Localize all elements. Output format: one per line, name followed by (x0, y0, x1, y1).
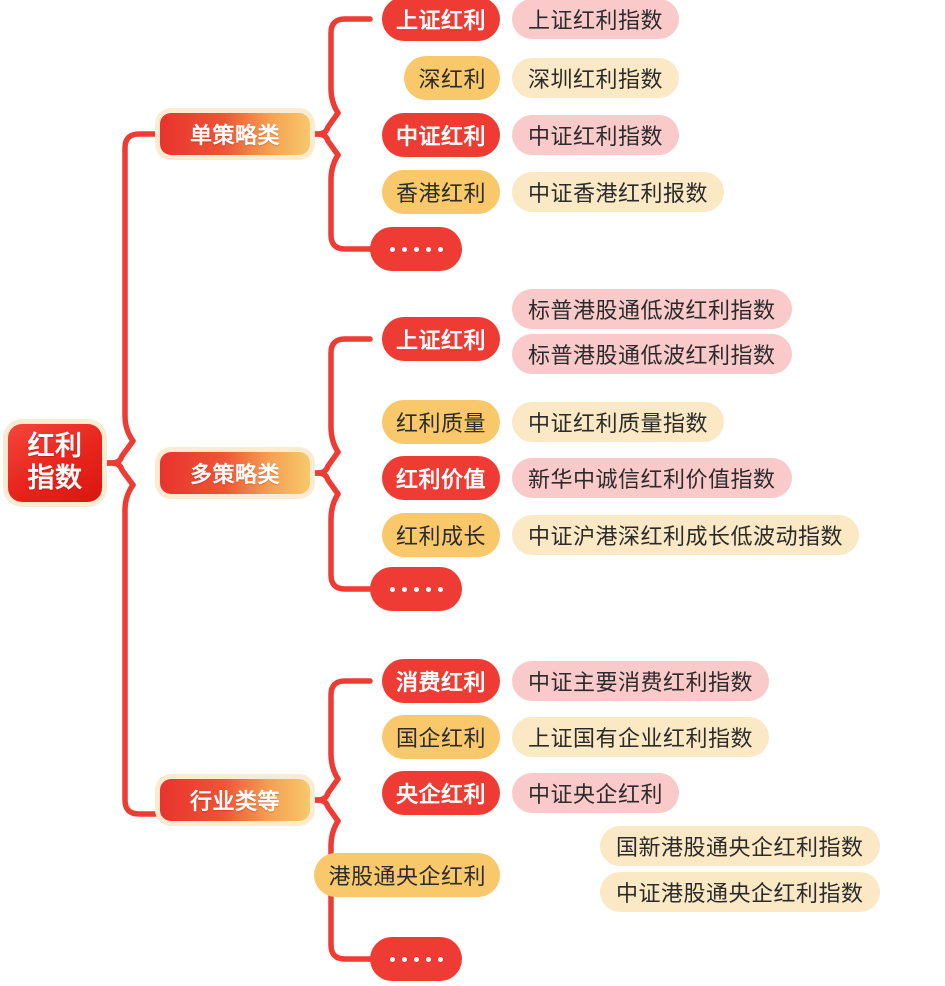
root-label-line1: 红利 (27, 431, 83, 462)
description-text: 中证港股通央企红利指数 (616, 881, 864, 906)
group-label: 行业类等 (189, 789, 280, 814)
key-pill-label: 深红利 (418, 67, 486, 92)
description-label[interactable]: 上证红利指数 (512, 0, 680, 39)
key-pill[interactable]: 香港红利 (381, 170, 500, 214)
description-label[interactable]: 深圳红利指数 (512, 58, 680, 98)
description-text: 新华中诚信红利价值指数 (528, 467, 776, 492)
key-pill-label: 中证红利 (395, 124, 486, 149)
ellipsis-dots-icon (389, 956, 443, 962)
description-text: 上证红利指数 (528, 8, 664, 33)
key-pill[interactable]: 港股通央企红利 (314, 853, 500, 897)
description-text: 深圳红利指数 (528, 67, 664, 92)
key-pill-label: 上证红利 (395, 328, 486, 353)
description-label[interactable]: 国新港股通央企红利指数 (600, 826, 880, 866)
ellipsis-pill[interactable] (370, 227, 462, 271)
description-text: 标普港股通低波红利指数 (528, 343, 776, 368)
ellipsis-dots-icon (389, 246, 443, 252)
description-label[interactable]: 标普港股通低波红利指数 (512, 289, 792, 329)
description-text: 中证香港红利报数 (528, 181, 709, 206)
description-label[interactable]: 中证红利质量指数 (512, 402, 725, 442)
ellipsis-pill[interactable] (370, 937, 462, 981)
wire-root-to-group1 (122, 131, 163, 444)
key-pill-label: 央企红利 (395, 782, 486, 807)
description-label[interactable]: 中证央企红利 (512, 773, 680, 813)
description-text: 标普港股通低波红利指数 (528, 298, 776, 323)
key-pill[interactable]: 上证红利 (381, 317, 500, 361)
description-label[interactable]: 新华中诚信红利价值指数 (512, 458, 792, 498)
key-pill-label: 香港红利 (395, 181, 486, 206)
key-pill-label: 上证红利 (395, 8, 486, 33)
wire-group2-to-child5 (328, 491, 373, 592)
description-text: 中证主要消费红利指数 (528, 670, 754, 695)
key-pill[interactable]: 上证红利 (381, 0, 500, 41)
key-pill-label: 红利质量 (395, 411, 486, 436)
key-pill[interactable]: 红利成长 (381, 513, 500, 557)
key-pill[interactable]: 中证红利 (381, 113, 500, 157)
description-text: 中证红利指数 (528, 124, 664, 149)
group2-stub-lower (307, 470, 341, 497)
root-node[interactable]: 红利 指数 (8, 424, 102, 502)
description-text: 中证沪港深红利成长低波动指数 (528, 524, 844, 549)
key-pill[interactable]: 红利价值 (381, 456, 500, 500)
ellipsis-pill[interactable] (370, 567, 462, 611)
wire-group3-to-child1 (328, 678, 373, 782)
ellipsis-dots-icon (389, 586, 443, 592)
key-pill-label: 红利成长 (395, 524, 486, 549)
key-pill-label: 国企红利 (395, 726, 486, 751)
group-label: 多策略类 (189, 462, 280, 487)
wire-root-to-group3 (122, 482, 163, 817)
key-pill-label: 港股通央企红利 (328, 864, 486, 889)
key-pill-label: 红利价值 (395, 467, 486, 492)
group-node-multi-strategy[interactable]: 多策略类 (160, 452, 310, 494)
group-node-industry[interactable]: 行业类等 (160, 779, 310, 821)
key-pill[interactable]: 国企红利 (381, 715, 500, 759)
description-label[interactable]: 标普港股通低波红利指数 (512, 334, 792, 374)
description-label[interactable]: 中证主要消费红利指数 (512, 661, 770, 701)
description-text: 中证红利质量指数 (528, 411, 709, 436)
description-label[interactable]: 中证香港红利报数 (512, 172, 725, 212)
description-text: 国新港股通央企红利指数 (616, 835, 864, 860)
key-pill[interactable]: 央企红利 (381, 771, 500, 815)
key-pill[interactable]: 深红利 (404, 56, 500, 100)
description-text: 上证国有企业红利指数 (528, 726, 754, 751)
root-stub-lower (99, 460, 136, 488)
key-pill[interactable]: 消费红利 (381, 659, 500, 703)
description-label[interactable]: 中证沪港深红利成长低波动指数 (512, 515, 860, 555)
group3-stub-lower (307, 797, 341, 824)
description-label[interactable]: 中证港股通央企红利指数 (600, 872, 880, 912)
group1-stub-lower (307, 131, 341, 158)
wire-group1-to-child5 (328, 152, 373, 252)
description-label[interactable]: 上证国有企业红利指数 (512, 717, 770, 757)
group3-stub-upper (307, 776, 341, 803)
description-label[interactable]: 中证红利指数 (512, 115, 680, 155)
wire-group2-to-child1 (328, 336, 373, 455)
root-stub-upper (99, 438, 136, 466)
wire-group1-to-child1 (328, 16, 373, 116)
key-pill-label: 消费红利 (395, 670, 486, 695)
group-label: 单策略类 (189, 123, 280, 148)
description-text: 中证央企红利 (528, 782, 664, 807)
group-node-single-strategy[interactable]: 单策略类 (160, 113, 310, 155)
group2-stub-upper (307, 449, 341, 476)
key-pill[interactable]: 红利质量 (381, 400, 500, 444)
root-label-line2: 指数 (27, 463, 83, 493)
group1-stub-upper (307, 110, 341, 137)
